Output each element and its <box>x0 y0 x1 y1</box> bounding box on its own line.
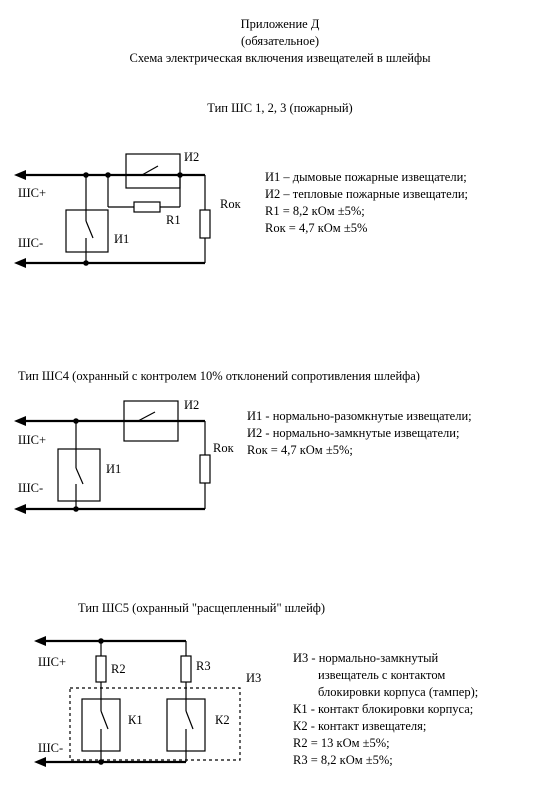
appendix-title: Приложение Д <box>240 17 320 31</box>
legend-line: Rок = 4,7 кОм ±5%; <box>247 443 353 457</box>
arrow-left-icon <box>14 258 26 268</box>
appendix-mandatory: (обязательное) <box>240 34 320 48</box>
legend-line: И1 – дымовые пожарные извещатели; <box>265 170 467 184</box>
legend-line: К2 - контакт извещателя; <box>293 719 427 733</box>
arrow-left-icon <box>14 170 26 180</box>
resistor-rok-label: Rок <box>213 441 234 455</box>
contact-k1-label: К1 <box>128 713 143 727</box>
resistor-r3 <box>180 655 192 683</box>
detector-i1-label: И1 <box>106 462 122 476</box>
detector-i2-box <box>123 400 179 442</box>
resistor-r3-label: R3 <box>196 659 211 673</box>
legend-line: извещатель с контактом <box>318 668 446 682</box>
section2-heading: Тип ШС4 (охранный с контролем 10% отклон… <box>18 369 420 383</box>
legend-line: R2 = 13 кОм ±5%; <box>293 736 390 750</box>
loop-minus-label: ШС- <box>18 236 44 250</box>
detector-i1-label: И1 <box>114 232 130 246</box>
loop-minus-label: ШС- <box>18 481 44 495</box>
detector-i2-label: И2 <box>184 398 200 412</box>
resistor-r2-label: R2 <box>111 662 126 676</box>
detector-i1-box <box>57 448 101 502</box>
detector-i3-label: И3 <box>246 671 262 685</box>
legend-line: И2 – тепловые пожарные извещатели; <box>265 187 469 201</box>
section1-heading: Тип ШС 1, 2, 3 (пожарный) <box>207 101 353 115</box>
loop-plus-label: ШС+ <box>18 433 46 447</box>
resistor-r2 <box>95 655 107 683</box>
arrow-left-icon <box>34 757 46 767</box>
arrow-left-icon <box>14 504 26 514</box>
section3-heading: Тип ШС5 (охранный "расщепленный" шлейф) <box>78 601 326 615</box>
loop-plus-label: ШС+ <box>18 186 46 200</box>
legend-line: И2 - нормально-замкнутые извещатели; <box>247 426 460 440</box>
detector-i2-box <box>125 153 181 189</box>
legend-line: И3 - нормально-замкнутый <box>293 651 439 665</box>
legend-line: R3 = 8,2 кОм ±5%; <box>293 753 393 767</box>
legend-line: R1 = 8,2 кОм ±5%; <box>265 204 365 218</box>
legend-line: И1 - нормально-разомкнутые извещатели; <box>247 409 472 423</box>
legend-line: Rок = 4,7 кОм ±5% <box>265 221 368 235</box>
detector-i3-enclosure <box>69 687 241 761</box>
document-title: Схема электрическая включения извещателе… <box>129 51 431 65</box>
legend-line: К1 - контакт блокировки корпуса; <box>293 702 474 716</box>
detector-i2-label: И2 <box>184 150 200 164</box>
loop-plus-label: ШС+ <box>38 655 66 669</box>
resistor-r1-label: R1 <box>166 213 181 227</box>
arrow-left-icon <box>34 636 46 646</box>
resistor-rok-label: Rок <box>220 197 241 211</box>
loop-minus-label: ШС- <box>38 741 64 755</box>
contact-k2-label: К2 <box>215 713 230 727</box>
arrow-left-icon <box>14 416 26 426</box>
legend-line: блокировки корпуса (тампер); <box>318 685 479 699</box>
detector-i1-box <box>65 209 109 253</box>
